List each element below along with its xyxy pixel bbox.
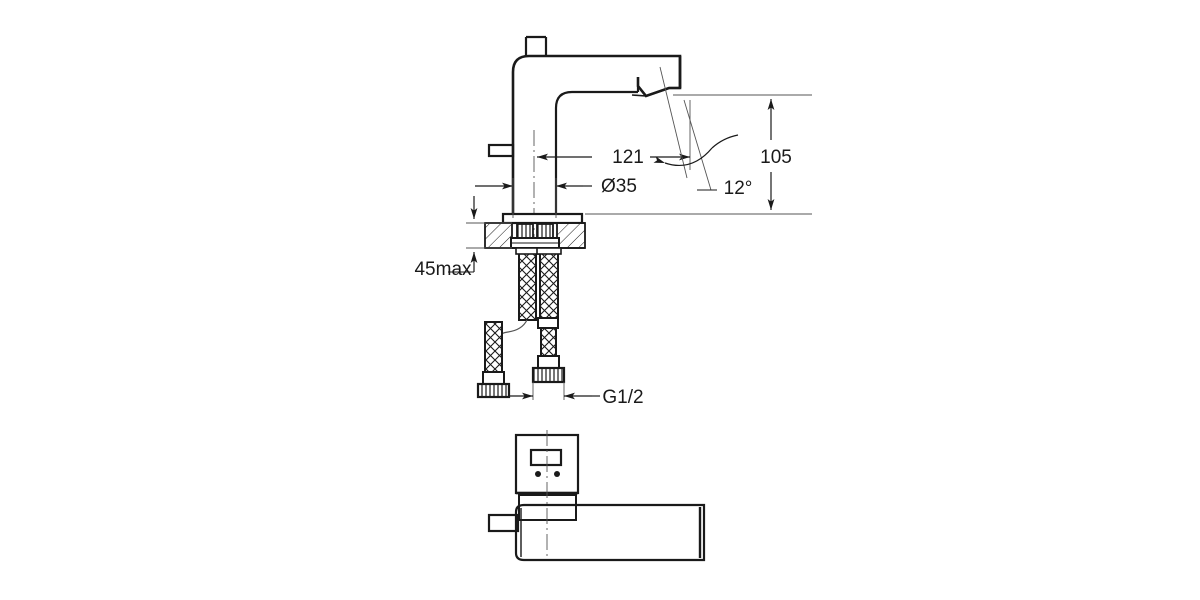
threaded-shanks [510,223,560,249]
dimension-label-g12: G1/2 [602,387,643,408]
supply-hose-left [476,247,540,399]
dimension-label-45max: 45max [414,259,472,280]
faucet-plan-view [487,430,706,562]
dimension-label-121: 121 [612,147,644,168]
dimension-labels: 121 Ø35 105 12° 45max G1/2 [414,147,791,408]
dimension-label-angle-12: 12° [724,178,753,199]
supply-hose-right [531,247,566,384]
dimension-diameter-35 [475,178,592,218]
side-lever-handle [487,143,515,158]
spout-outlet-face [631,85,680,98]
dimension-121 [512,100,691,170]
dimension-label-diameter-35: Ø35 [601,176,637,197]
dimension-g12 [508,382,600,400]
dimension-45max [448,196,512,273]
faucet-outer-profile [511,54,682,214]
faucet-side-elevation [476,35,682,399]
dimension-label-105: 105 [760,147,792,168]
dimension-angle-12 [653,66,739,191]
supply-hoses [476,247,566,399]
top-lever-stub [524,35,548,57]
dimension-105 [585,94,812,215]
